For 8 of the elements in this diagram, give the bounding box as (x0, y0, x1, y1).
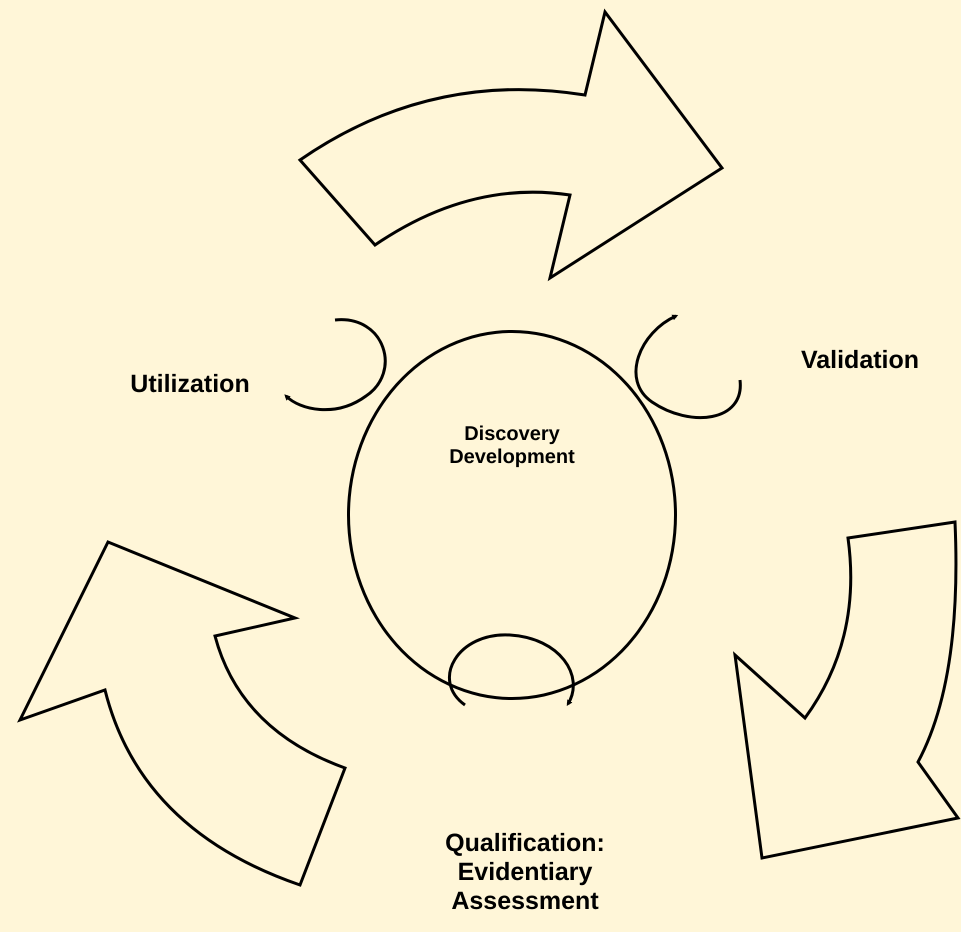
block-arrow (734, 520, 960, 860)
stage-circle (347, 330, 677, 700)
stage-label: Qualification: Evidentiary Assessment (444, 828, 606, 916)
block-arrow (298, 10, 724, 280)
stage-label: Validation (800, 346, 920, 374)
block-arrow (18, 540, 346, 886)
circle-label: Discovery Development (448, 423, 576, 469)
stage-label: Utilization (130, 370, 250, 398)
